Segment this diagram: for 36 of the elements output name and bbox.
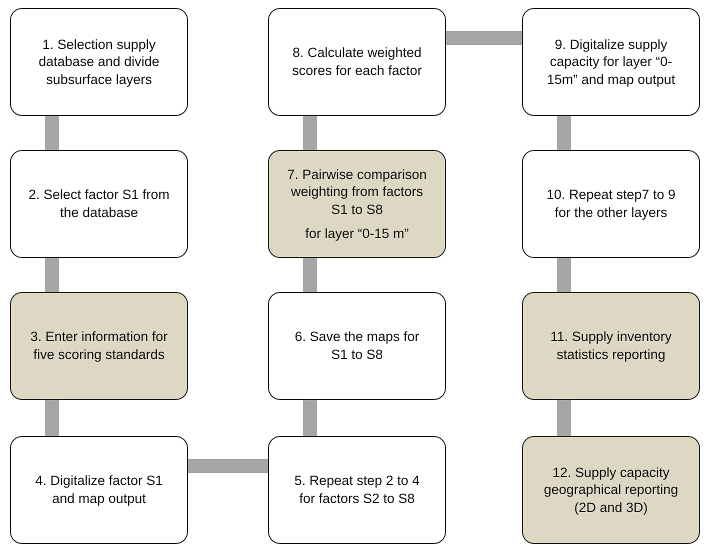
- step-text: 2. Select factor S1 from the database: [27, 186, 171, 222]
- process-box: [268, 292, 446, 400]
- connector-bar: [45, 400, 59, 436]
- step-text: 10. Repeat step7 to 9 for the other layers: [545, 186, 677, 222]
- step-text: 3. Enter information for five scoring standards: [29, 328, 169, 364]
- connector-bar: [446, 31, 522, 45]
- connector-bar: [557, 258, 571, 292]
- step-text: 9. Digitalize supply capacity for layer “0-15m” and map output: [546, 36, 676, 88]
- connector-bar: [303, 116, 317, 150]
- step-text: 8. Calculate weighted scores for each factor: [291, 44, 423, 80]
- process-box: [522, 8, 700, 116]
- connector-bar: [557, 400, 571, 436]
- process-box: [10, 436, 188, 544]
- process-box: [10, 8, 188, 116]
- step-text: 5. Repeat step 2 to 4 for factors S2 to S8: [293, 472, 421, 508]
- step-text: 6. Save the maps for S1 to S8: [294, 328, 420, 364]
- step-text: 11. Supply inventory statistics reporting: [549, 328, 673, 364]
- connector-bar: [45, 116, 59, 150]
- connector-bar: [188, 459, 268, 473]
- step-text: for layer “0-15 m”: [305, 224, 409, 242]
- process-box: [10, 150, 188, 258]
- connector-bar: [45, 258, 59, 292]
- process-box: [10, 292, 188, 400]
- step-text: 4. Digitalize factor S1 and map output: [34, 472, 164, 508]
- step-text: 12. Supply capacity geographical reporting (2D and 3D): [542, 464, 680, 516]
- process-box: [268, 8, 446, 116]
- process-box: [268, 150, 446, 258]
- step-text: 1. Selection supply database and divide subsurface layers: [38, 36, 160, 88]
- connector-bar: [557, 116, 571, 150]
- process-box: [522, 436, 700, 544]
- connector-bar: [303, 258, 317, 292]
- process-box: [522, 150, 700, 258]
- step-text: 7. Pairwise comparison weighting from factors S1 to S8: [286, 166, 428, 219]
- process-box: [522, 292, 700, 400]
- process-box: [268, 436, 446, 544]
- connector-bar: [303, 400, 317, 436]
